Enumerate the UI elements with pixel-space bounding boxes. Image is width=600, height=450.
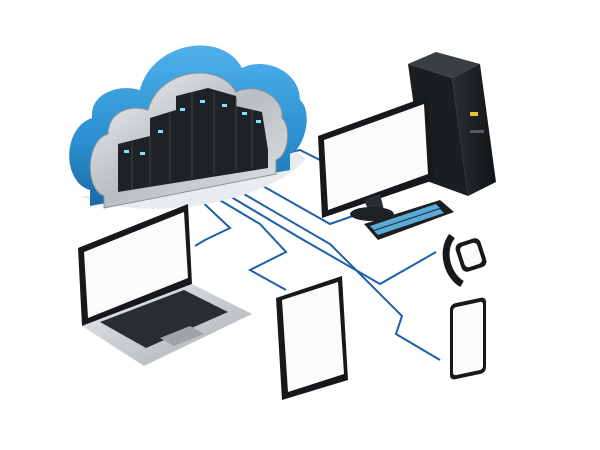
laptop-screen bbox=[84, 212, 188, 318]
laptop bbox=[78, 204, 252, 366]
watch-band bbox=[442, 233, 465, 288]
tablet-screen bbox=[282, 282, 344, 392]
link-tablet bbox=[185, 179, 288, 291]
server-leds bbox=[124, 100, 261, 155]
tower-slot bbox=[470, 130, 484, 133]
server-panels bbox=[131, 92, 253, 190]
laptop-keyboard bbox=[100, 290, 228, 348]
desktop-monitor bbox=[318, 96, 434, 221]
tower-top bbox=[408, 52, 480, 78]
cloud-shadow bbox=[78, 152, 306, 209]
link-watch bbox=[195, 175, 437, 286]
keyboard bbox=[364, 200, 454, 240]
laptop-trackpad bbox=[160, 326, 204, 346]
tower-power-led bbox=[470, 112, 478, 116]
monitor-base bbox=[350, 207, 394, 221]
smartphone bbox=[450, 297, 486, 380]
link-phone bbox=[205, 171, 441, 361]
phone-screen bbox=[453, 301, 483, 376]
keyboard-keys bbox=[370, 204, 444, 235]
smartwatch bbox=[442, 233, 487, 288]
monitor-screen bbox=[324, 104, 428, 210]
cloud-server bbox=[69, 45, 307, 209]
watch-screen bbox=[460, 242, 482, 268]
tablet bbox=[276, 276, 348, 400]
server-rack bbox=[118, 88, 268, 192]
